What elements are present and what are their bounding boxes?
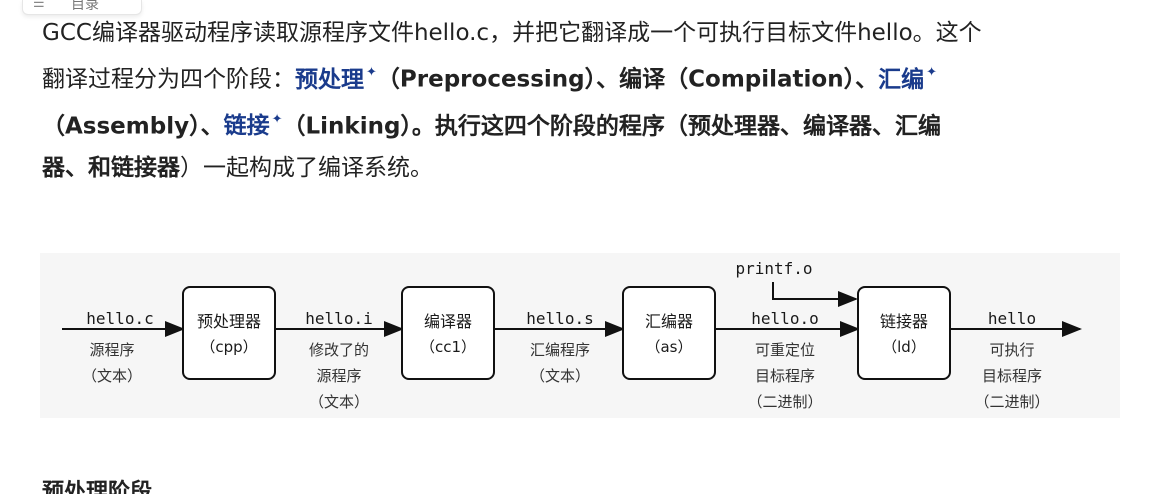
diagram-svg: 预处理器 （cpp） 编译器 （cc1） 汇编器 （as） 链接器 （ld） hello.c 源… xyxy=(62,259,1082,411)
link-preprocessing[interactable]: 预处理✦ xyxy=(295,65,377,93)
toc-tab[interactable]: ☰ 目录 xyxy=(22,0,142,15)
program-title: 汇编器 xyxy=(645,312,693,331)
paragraph-bold: （Preprocessing）、 xyxy=(376,66,620,93)
file-label: hello.i xyxy=(305,309,372,328)
paragraph-bold: 编译 xyxy=(619,66,666,93)
link-label: 汇编 xyxy=(878,66,925,93)
paragraph-text: GCC编译器驱动程序读取源程序文件hello.c，并把它翻译成一个可执行目标文件… xyxy=(42,20,982,46)
toc-label: 目录 xyxy=(71,0,99,13)
list-icon: ☰ xyxy=(33,0,45,11)
file-label: hello.c xyxy=(86,309,153,328)
file-label: hello xyxy=(988,309,1036,328)
paragraph-line-3: （Assembly）、链接✦（Linking）。执行这四个阶段的程序（预处理器、… xyxy=(42,101,1117,148)
program-title: 预处理器 xyxy=(197,312,261,331)
file-description: 修改了的 xyxy=(309,341,369,359)
program-title: 链接器 xyxy=(880,312,928,331)
link-linking[interactable]: 链接✦ xyxy=(223,111,283,140)
extra-input-label: printf.o xyxy=(735,259,812,278)
file-description: 目标程序 xyxy=(755,367,815,385)
program-box-cpp xyxy=(182,286,276,380)
file-label: hello.o xyxy=(751,309,818,328)
link-label: 链接 xyxy=(223,113,270,140)
program-command: （ld） xyxy=(882,338,926,356)
compilation-system-diagram: 预处理器 （cpp） 编译器 （cc1） 汇编器 （as） 链接器 （ld） hello.c 源… xyxy=(40,253,1120,418)
link-assembly[interactable]: 汇编✦ xyxy=(878,65,938,93)
section-heading: 预处理阶段 xyxy=(42,480,153,494)
file-description: （文本） xyxy=(309,393,369,411)
paragraph-line-1: GCC编译器驱动程序读取源程序文件hello.c，并把它翻译成一个可执行目标文件… xyxy=(42,12,1117,54)
file-description: 源程序 xyxy=(316,367,361,385)
program-box-as xyxy=(622,286,716,380)
paragraph-bold: （Compilation）、 xyxy=(665,66,879,93)
file-description: 目标程序 xyxy=(982,367,1042,385)
file-description: （二进制） xyxy=(974,393,1049,411)
file-label: hello.s xyxy=(526,309,593,328)
file-description: 可重定位 xyxy=(755,341,815,359)
file-description: （二进制） xyxy=(747,393,822,411)
paragraph-text: ）一起构成了编译系统。 xyxy=(180,155,433,182)
file-description: 可执行 xyxy=(989,341,1034,359)
file-description: （文本） xyxy=(530,367,590,385)
intro-paragraph: GCC编译器驱动程序读取源程序文件hello.c，并把它翻译成一个可执行目标文件… xyxy=(42,12,1117,189)
extra-input-arrow xyxy=(772,282,858,307)
program-box-cc1 xyxy=(401,286,495,380)
file-description: 汇编程序 xyxy=(530,341,590,359)
program-box-ld xyxy=(857,286,951,380)
program-command: （cc1） xyxy=(420,338,476,356)
link-marker: ✦ xyxy=(926,65,938,80)
paragraph-bold: 器、和链接器 xyxy=(42,155,180,182)
paragraph-bold: （Assembly）、 xyxy=(42,113,224,140)
paragraph-line-4: 器、和链接器）一起构成了编译系统。 xyxy=(42,147,1117,189)
paragraph-line-2: 翻译过程分为四个阶段：预处理✦（Preprocessing）、编译（Compil… xyxy=(42,54,1117,101)
program-command: （as） xyxy=(645,338,692,356)
paragraph-bold: （Linking）。执行这四个阶段的程序（ xyxy=(282,113,688,140)
link-marker: ✦ xyxy=(366,65,377,80)
link-label: 预处理 xyxy=(295,66,364,93)
file-description: （文本） xyxy=(82,367,142,385)
program-title: 编译器 xyxy=(424,312,472,331)
paragraph-bold: 预处理器、编译器、汇编 xyxy=(687,113,941,140)
link-marker: ✦ xyxy=(271,111,283,127)
file-description: 源程序 xyxy=(89,341,134,359)
paragraph-text: 翻译过程分为四个阶段： xyxy=(42,66,295,93)
program-command: （cpp） xyxy=(200,338,257,356)
